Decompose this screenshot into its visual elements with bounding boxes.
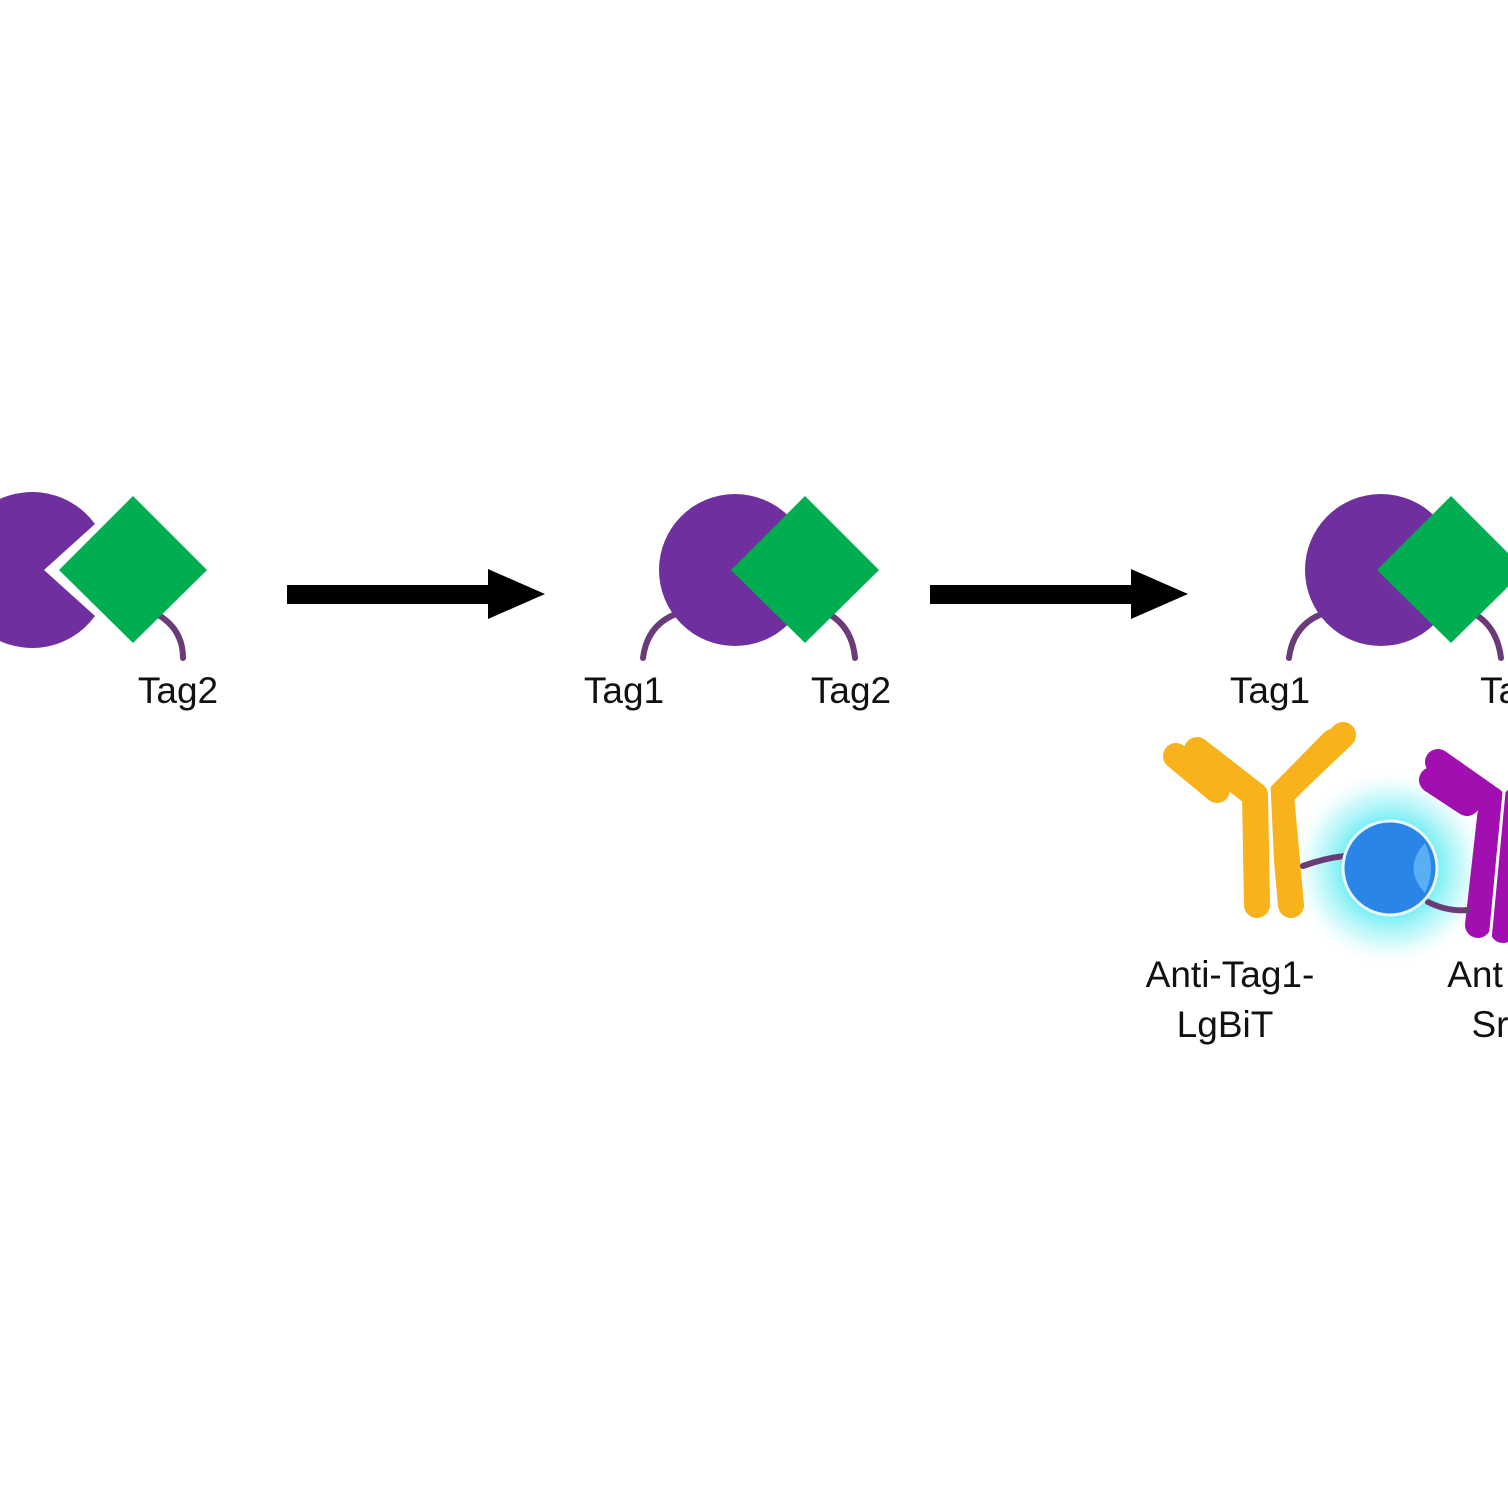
- yellow-antibody-icon: [1163, 722, 1356, 918]
- arrow-icon: [287, 569, 545, 619]
- linker-arc-icon: [1425, 899, 1471, 914]
- luciferase-icon: [1341, 819, 1439, 917]
- anti-tag2-smbit-label-line1: Ant: [1447, 954, 1503, 995]
- antibody-gap-line: [1488, 791, 1506, 941]
- tag2-label: Tag: [1480, 670, 1508, 711]
- linker-arc-icon: [822, 609, 858, 661]
- ligand-diamond-icon: [731, 496, 879, 643]
- linker-arc-icon: [152, 610, 186, 661]
- stage-3-detection: Tag1 Tag Anti-Tag1- LgBiT: [1146, 494, 1508, 1045]
- magenta-antibody-icon: [1419, 749, 1508, 943]
- linker-arc-icon: [1468, 609, 1504, 661]
- tag2-label: Tag2: [138, 670, 218, 711]
- stage-2-bound: Tag1 Tag2: [584, 494, 891, 711]
- linker-arc-icon: [1300, 853, 1348, 869]
- protein-pacman-icon: [0, 492, 95, 648]
- tag1-label: Tag1: [1230, 670, 1310, 711]
- ligand-diamond-icon: [59, 496, 207, 643]
- arrow-icon: [930, 569, 1188, 619]
- stage-1-separate: Tag2: [0, 492, 218, 711]
- anti-tag1-lgbit-label-line2: LgBiT: [1177, 1004, 1274, 1045]
- tag2-label: Tag2: [811, 670, 891, 711]
- tag1-label: Tag1: [584, 670, 664, 711]
- antibody-gap-line: [1267, 784, 1277, 916]
- luciferase-highlight: [1413, 843, 1431, 893]
- anti-tag2-smbit-label-line2: Sr: [1472, 1004, 1508, 1045]
- ligand-diamond-icon: [1377, 496, 1508, 643]
- anti-tag1-lgbit-label-line1: Anti-Tag1-: [1146, 954, 1315, 995]
